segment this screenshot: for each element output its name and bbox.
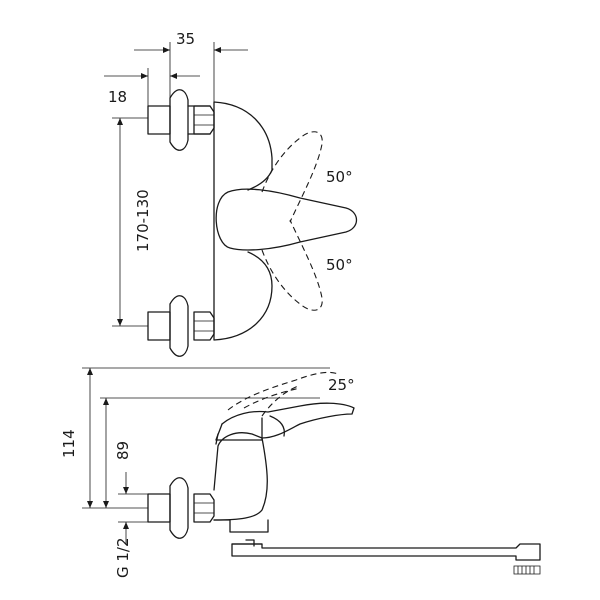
angle-up-label: 50° xyxy=(326,168,353,186)
lower-connection xyxy=(147,295,215,357)
lever-top xyxy=(215,188,358,251)
upper-connection xyxy=(147,89,215,151)
angle-tilt-label: 25° xyxy=(328,376,355,394)
angle-down-label: 50° xyxy=(326,256,353,274)
lever-down-dashed xyxy=(261,219,323,311)
handle-side xyxy=(215,402,355,445)
side-connection xyxy=(147,477,215,539)
dim-35-label: 35 xyxy=(176,30,195,48)
handle-raised-dashed xyxy=(227,371,339,411)
lever-up-dashed xyxy=(261,131,323,223)
faucet-body-top xyxy=(213,101,273,341)
dim-center-distance-label: 170-130 xyxy=(134,189,152,252)
dim-18-label: 18 xyxy=(108,88,127,106)
dim-total-height-label: 114 xyxy=(60,429,78,458)
faucet-body-side xyxy=(213,432,268,521)
dim-spout-height-label: 89 xyxy=(114,441,132,460)
spout xyxy=(231,543,541,561)
top-view: 35 18 170-130 50° 50° xyxy=(104,30,358,357)
side-view: 114 89 G 1/2 25° xyxy=(60,367,541,578)
dim-thread-label: G 1/2 xyxy=(114,537,132,578)
